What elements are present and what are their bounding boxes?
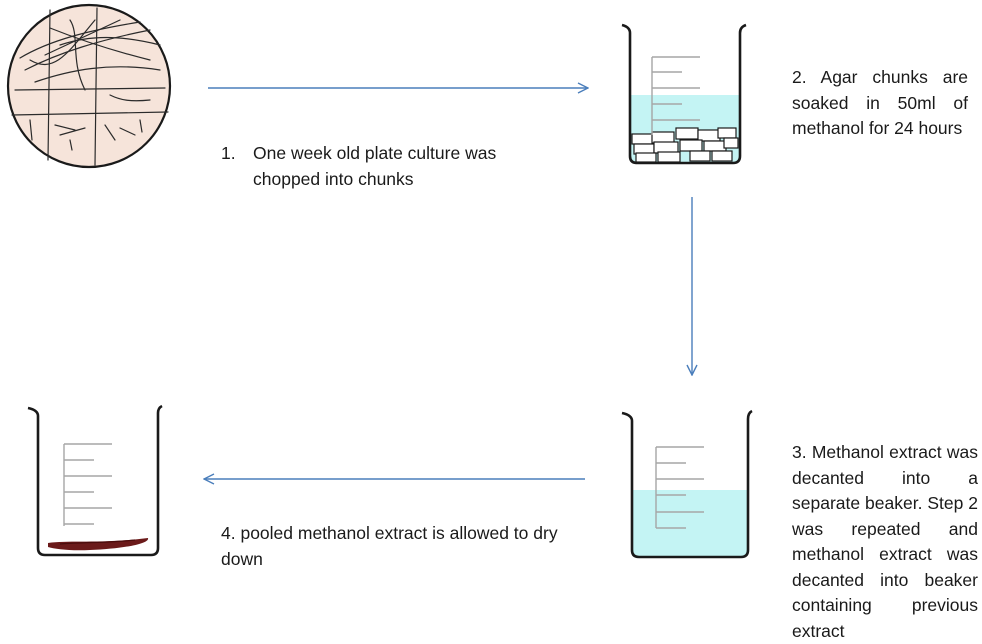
petri-dish-plate-culture: [6, 3, 172, 169]
step-1-number: 1.: [221, 143, 236, 163]
beaker-agar-chunks: [621, 23, 747, 165]
step-1-text: One week old plate culture was chopped i…: [253, 143, 497, 189]
step-4-caption: 4. pooled methanol extract is allowed to…: [221, 523, 558, 569]
step-3-caption: 3. Methanol extract was decanted into a …: [792, 442, 978, 641]
step-2-caption: 2. Agar chunks are soaked in 50ml of met…: [792, 67, 968, 138]
beaker-methanol-extract: [621, 409, 753, 559]
step-1-caption: 1. One week old plate culture was choppe…: [221, 141, 551, 192]
beaker-dried-residue: [27, 404, 163, 557]
